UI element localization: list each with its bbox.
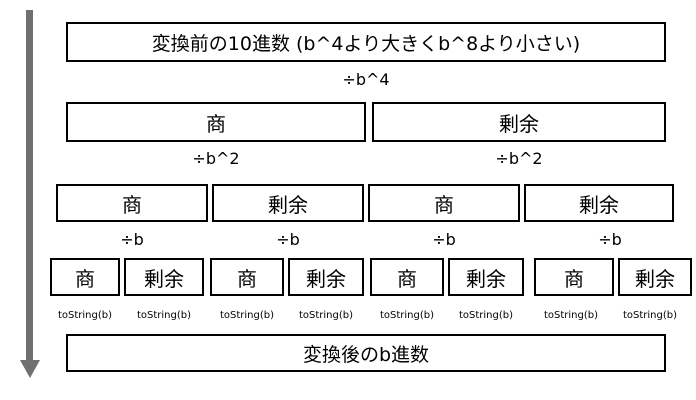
- level3-remainder-box-4: 剰余: [618, 258, 692, 296]
- divide-b-label-4: ÷b: [598, 230, 622, 249]
- divide-b4-label: ÷b^4: [342, 70, 390, 89]
- to-string-label-4: toString(b): [298, 310, 354, 321]
- input-decimal-box: 変換前の10進数 (b^4より大きくb^8より小さい): [66, 22, 666, 62]
- level3-remainder-box-3: 剰余: [448, 258, 524, 296]
- to-string-label-6: toString(b): [458, 310, 514, 321]
- to-string-label-7: toString(b): [543, 310, 599, 321]
- to-string-label-5: toString(b): [379, 310, 435, 321]
- divide-b2-label-left: ÷b^2: [192, 149, 240, 168]
- level3-quotient-box-4: 商: [534, 258, 614, 296]
- output-base-b-box: 変換後のb進数: [66, 334, 666, 372]
- level2-remainder-box-2: 剰余: [524, 184, 674, 222]
- divide-b-label-2: ÷b: [276, 230, 300, 249]
- to-string-label-8: toString(b): [622, 310, 678, 321]
- level1-quotient-box: 商: [66, 102, 366, 142]
- flow-arrow-shaft: [26, 10, 33, 362]
- level2-quotient-box-1: 商: [56, 184, 208, 222]
- to-string-label-3: toString(b): [219, 310, 275, 321]
- level2-quotient-box-2: 商: [368, 184, 520, 222]
- to-string-label-1: toString(b): [57, 310, 113, 321]
- divide-b-label-1: ÷b: [120, 230, 144, 249]
- level3-quotient-box-1: 商: [50, 258, 120, 296]
- flow-arrow-head: [20, 360, 40, 378]
- level1-remainder-box: 剰余: [372, 102, 666, 142]
- level3-quotient-box-3: 商: [370, 258, 444, 296]
- level2-remainder-box-1: 剰余: [212, 184, 364, 222]
- level3-quotient-box-2: 商: [210, 258, 284, 296]
- level3-remainder-box-1: 剰余: [124, 258, 204, 296]
- to-string-label-2: toString(b): [136, 310, 192, 321]
- divide-b-label-3: ÷b: [432, 230, 456, 249]
- divide-b2-label-right: ÷b^2: [495, 149, 543, 168]
- level3-remainder-box-2: 剰余: [288, 258, 364, 296]
